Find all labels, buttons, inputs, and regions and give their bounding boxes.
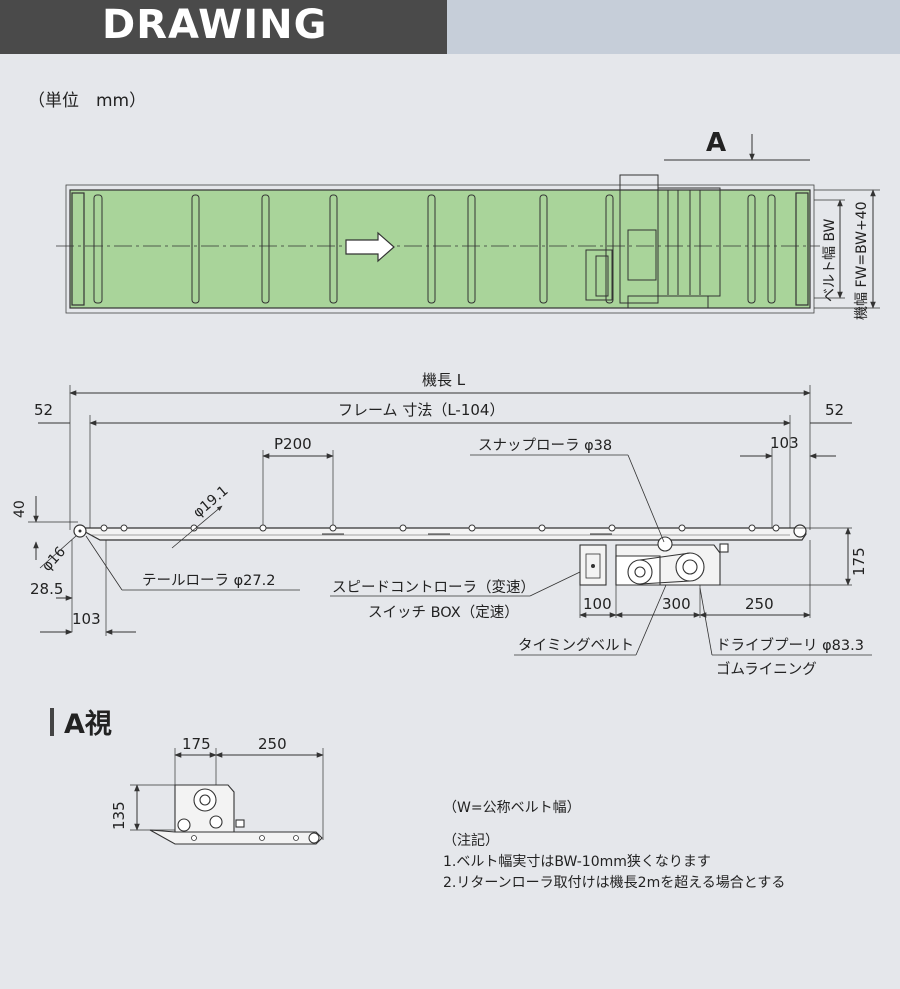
a-view: A視 175 250 135 xyxy=(50,708,324,845)
height-40-dim: 40 xyxy=(12,500,28,518)
header-dark-block xyxy=(0,0,447,54)
speed-controller-label: スピードコントローラ（変速） xyxy=(332,579,535,596)
unit-label: （単位 mm） xyxy=(28,91,147,111)
pitch-dim: P200 xyxy=(274,435,312,453)
bottom-103-dim: 103 xyxy=(72,610,101,628)
a-view-title: A視 xyxy=(64,709,112,740)
machine-length-dim: 機長 L xyxy=(422,371,466,389)
notes-heading: （注記） xyxy=(443,833,499,849)
dim-300: 300 xyxy=(662,595,691,613)
drive-unit-side xyxy=(615,536,729,586)
belt-width-dim: ベルト幅 BW xyxy=(822,218,838,302)
frame-length-dim: フレーム 寸法（L-104） xyxy=(338,401,504,419)
height-175-dim: 175 xyxy=(850,547,868,576)
page-title: DRAWING xyxy=(102,2,328,48)
frame-outline xyxy=(65,184,815,314)
belt-surface xyxy=(69,189,811,309)
frame-width-dim: 機幅 FW=BW+40 xyxy=(854,201,870,320)
section-bar xyxy=(50,708,54,736)
a-view-175-dim: 175 xyxy=(182,735,211,753)
dim-250: 250 xyxy=(745,595,774,613)
drive-pulley-label: ドライブプーリ φ83.3 xyxy=(716,636,864,654)
belt-slats xyxy=(93,194,776,304)
note-line-2: 2.リターンローラ取付けは機長2mを超える場合とする xyxy=(443,875,786,891)
notes-block: （W=公称ベルト幅） （注記） 1.ベルト幅実寸はBW-10mm狭くなります 2… xyxy=(443,798,785,894)
tail-roller-label: テールローラ φ27.2 xyxy=(142,573,275,589)
top-view: A ベルト幅 BW 機幅 FW=BW+40 xyxy=(56,128,880,320)
right-offset-dim: 52 xyxy=(825,401,844,419)
rubber-lining-label: ゴムライニング xyxy=(716,660,817,678)
left-offset-dim: 52 xyxy=(34,401,53,419)
dim-100: 100 xyxy=(583,595,612,613)
dim-28-5: 28.5 xyxy=(30,580,63,598)
w-definition: （W=公称ベルト幅） xyxy=(443,800,581,816)
snap-roller-label: スナップローラ φ38 xyxy=(478,437,612,454)
a-view-drive-unit xyxy=(174,784,245,833)
phi16-dim: φ16 xyxy=(39,544,69,575)
conveyor-body xyxy=(73,524,807,541)
timing-belt-label: タイミングベルト xyxy=(518,637,634,654)
side-view: 機長 L フレーム 寸法（L-104） 52 52 P200 103 xyxy=(12,371,872,678)
note-line-1: 1.ベルト幅実寸はBW-10mm狭くなります xyxy=(443,854,711,870)
a-view-250-dim: 250 xyxy=(258,735,287,753)
direction-arrow-icon xyxy=(345,231,395,263)
view-a-marker: A xyxy=(706,128,726,158)
drive-unit-top xyxy=(585,174,721,309)
a-view-135-dim: 135 xyxy=(110,801,128,830)
switch-box-label: スイッチ BOX（定速） xyxy=(368,604,519,621)
right-103-dim: 103 xyxy=(770,434,799,452)
